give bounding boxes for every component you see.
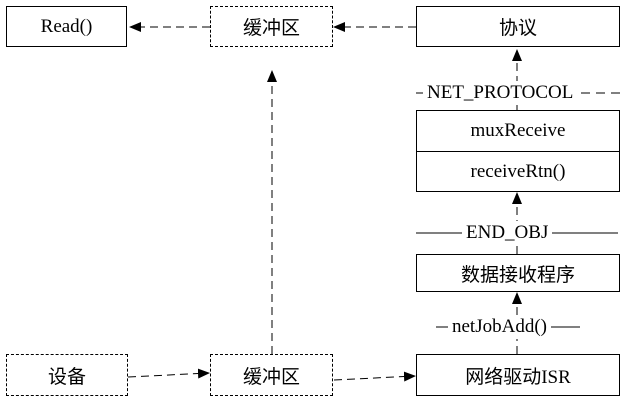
mux-receive-box: muxReceive <box>416 110 620 152</box>
device-label: 设备 <box>47 366 86 388</box>
data-receiver-box: 数据接收程序 <box>416 254 620 292</box>
buffer-bottom-box: 缓冲区 <box>210 354 333 396</box>
read-box: Read() <box>6 6 127 47</box>
net-job-add-label: netJobAdd() <box>448 315 551 339</box>
data-receiver-label: 数据接收程序 <box>460 264 575 286</box>
arrow-buffer-to-isr <box>333 371 416 382</box>
receive-rtn-label: receiveRtn() <box>470 160 566 182</box>
net-protocol-label: NET_PROTOCOL <box>423 81 578 105</box>
buffer-top-label: 缓冲区 <box>242 18 300 39</box>
read-label: Read() <box>40 15 93 37</box>
buffer-top-box: 缓冲区 <box>210 6 333 47</box>
mux-receive-label: muxReceive <box>470 120 566 141</box>
receive-rtn-box: receiveRtn() <box>416 151 620 192</box>
protocol-label: 协议 <box>498 18 537 39</box>
arrow-device-to-buffer <box>127 368 210 379</box>
end-obj-label: END_OBJ <box>462 221 553 245</box>
net-isr-box: 网络驱动ISR <box>416 354 620 396</box>
buffer-bottom-label: 缓冲区 <box>242 366 300 388</box>
device-box: 设备 <box>6 354 128 396</box>
net-isr-label: 网络驱动ISR <box>465 366 571 388</box>
protocol-box: 协议 <box>416 6 620 47</box>
